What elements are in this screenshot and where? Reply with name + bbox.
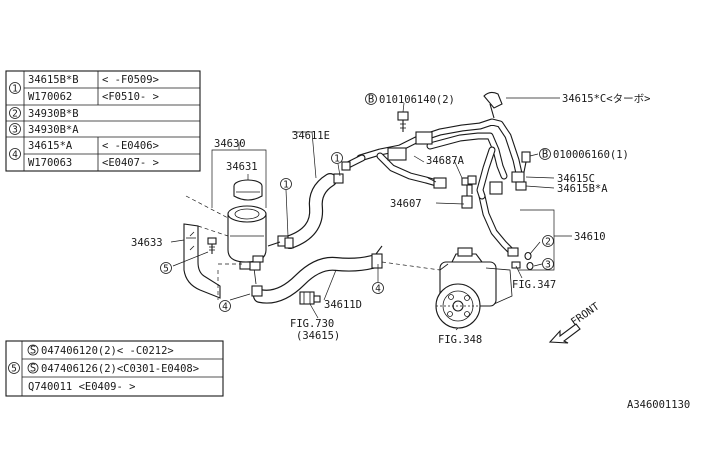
pipe-clip-top	[483, 91, 503, 119]
callout-4-b: 4	[375, 284, 381, 295]
reservoir-bracket	[183, 223, 221, 299]
label-fig730-sub: (34615)	[296, 330, 340, 342]
legend-bottom-row-1: 047406120(2)< -C0212>	[41, 345, 174, 357]
label-34615C: 34615C	[557, 173, 595, 185]
pipe-bracket-1	[387, 147, 407, 161]
hose-clamp-upper	[333, 173, 344, 184]
label-34631: 34631	[226, 161, 258, 173]
legend-bottom-row-3: Q740011 <E0409- >	[28, 381, 135, 393]
label-34630: 34630	[214, 138, 246, 150]
callout-1-a: 1	[334, 154, 340, 165]
callout-b-1: B	[368, 94, 374, 106]
label-bolt-010006160: 010006160(1)	[553, 149, 629, 161]
legend-num-5: 5	[11, 364, 17, 375]
pipe-assembly	[341, 91, 531, 269]
label-34615C-turbo: 34615*C<ターボ>	[562, 93, 650, 105]
legend-part-W170063: W170063	[28, 157, 72, 169]
legend-part-34615A: 34615*A	[28, 140, 73, 152]
o-rings	[524, 251, 534, 271]
label-34633: 34633	[131, 237, 163, 249]
power-steering-pump	[381, 247, 513, 329]
legend-part-W170062: W170062	[28, 91, 72, 103]
legend-num-2: 2	[12, 109, 18, 120]
label-34611D: 34611D	[324, 299, 362, 311]
label-34611E: 34611E	[292, 130, 330, 142]
legend-range-2: <F0510- >	[102, 91, 159, 103]
legend-bottom-table: 5 S S 047406120(2)< -C0212> 047406126(2)…	[5, 340, 224, 397]
legend-range-4: <E0407- >	[102, 157, 159, 169]
front-label: FRONT	[569, 300, 602, 328]
label-34610: 34610	[574, 231, 606, 243]
callout-5: 5	[163, 264, 169, 275]
reservoir-cap	[233, 179, 263, 201]
callout-2: 2	[545, 237, 551, 248]
callout-4-a: 4	[222, 302, 228, 313]
callouts: 1 1 4 4 5 2 3 B B	[160, 93, 554, 313]
diagram-id: A346001130	[627, 399, 690, 411]
bolt-34687A	[467, 175, 477, 194]
hose-34611D	[249, 245, 383, 305]
callout-b-2: B	[542, 149, 548, 161]
bolt-010106140	[397, 111, 409, 132]
label-bolt-010106140: 010106140(2)	[379, 94, 455, 106]
label-fig730: FIG.730	[290, 318, 334, 330]
legend-range-1: < -F0509>	[102, 74, 159, 86]
reservoir-assembly	[183, 142, 267, 300]
label-34687A: 34687A	[426, 155, 465, 167]
label-34615BA: 34615B*A	[557, 183, 608, 195]
hose-clamp-lower	[284, 237, 294, 249]
leader-lines	[170, 97, 572, 331]
bracket-bolt	[207, 237, 217, 254]
legend-s-mark-1: S	[30, 345, 36, 357]
pipe-bracket-2	[415, 131, 433, 145]
legend-bottom-frame	[5, 340, 224, 397]
pipe-fittings-right	[507, 151, 531, 269]
label-fig348: FIG.348	[438, 334, 482, 346]
legend-part-34930BA: 34930B*A	[28, 124, 79, 136]
label-fig347: FIG.347	[512, 279, 556, 291]
legend-s-mark-2: S	[30, 363, 36, 375]
legend-top-table: 1 2 3 4 34615B*B W170062 34930B*B 34930B…	[5, 70, 201, 172]
legend-range-3: < -E0406>	[102, 140, 159, 152]
front-arrow: FRONT	[548, 300, 602, 344]
label-34607: 34607	[390, 198, 422, 210]
legend-part-34930BB: 34930B*B	[28, 108, 79, 120]
hose-34611E	[267, 173, 344, 249]
hose-clamp-fig730	[299, 291, 321, 305]
legend-num-1: 1	[12, 84, 18, 95]
part-labels: 34630 34631 34633 34611E 34611D 01010614…	[131, 93, 690, 411]
callout-3: 3	[545, 260, 551, 271]
legend-num-3: 3	[12, 125, 18, 136]
legend-num-4: 4	[12, 150, 18, 161]
legend-bottom-row-2: 047406126(2)<C0301-E0408>	[41, 363, 199, 375]
callout-1-b: 1	[283, 180, 289, 191]
legend-part-34615BB: 34615B*B	[28, 74, 79, 86]
